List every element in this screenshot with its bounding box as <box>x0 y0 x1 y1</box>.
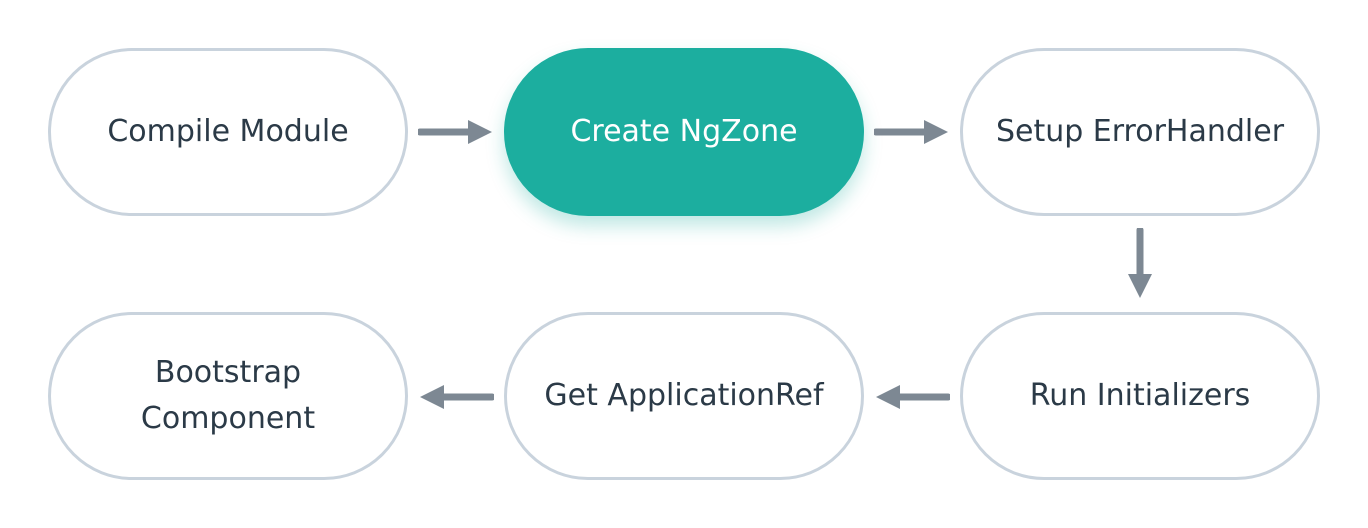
node-label-line: Compile Module <box>107 114 349 149</box>
node-get-applicationref: Get ApplicationRef <box>504 312 864 480</box>
node-label-line: Component <box>140 401 316 436</box>
node-label-line: Get ApplicationRef <box>544 378 824 413</box>
node-label: Setup ErrorHandler <box>996 109 1284 155</box>
node-setup-errorhandler: Setup ErrorHandler <box>960 48 1320 216</box>
node-compile-module: Compile Module <box>48 48 408 216</box>
node-label: Compile Module <box>107 109 348 155</box>
node-run-initializers: Run Initializers <box>960 312 1320 480</box>
node-create-ngzone: Create NgZone <box>504 48 864 216</box>
node-label-line: Create NgZone <box>570 114 798 149</box>
node-label: Get ApplicationRef <box>544 373 823 419</box>
arrow-right <box>874 117 950 147</box>
node-label-line: Bootstrap <box>154 355 302 390</box>
node-label-line: Run Initializers <box>1029 378 1251 413</box>
node-label: Create NgZone <box>570 109 797 155</box>
arrow-right <box>418 117 494 147</box>
arrow-left <box>418 382 494 412</box>
arrow-left <box>874 382 950 412</box>
arrow-down <box>1125 228 1155 300</box>
node-label: Bootstrap Component <box>141 350 315 442</box>
node-bootstrap-component: Bootstrap Component <box>48 312 408 480</box>
node-label: Run Initializers <box>1030 373 1251 419</box>
node-label-line: Setup ErrorHandler <box>995 114 1285 149</box>
